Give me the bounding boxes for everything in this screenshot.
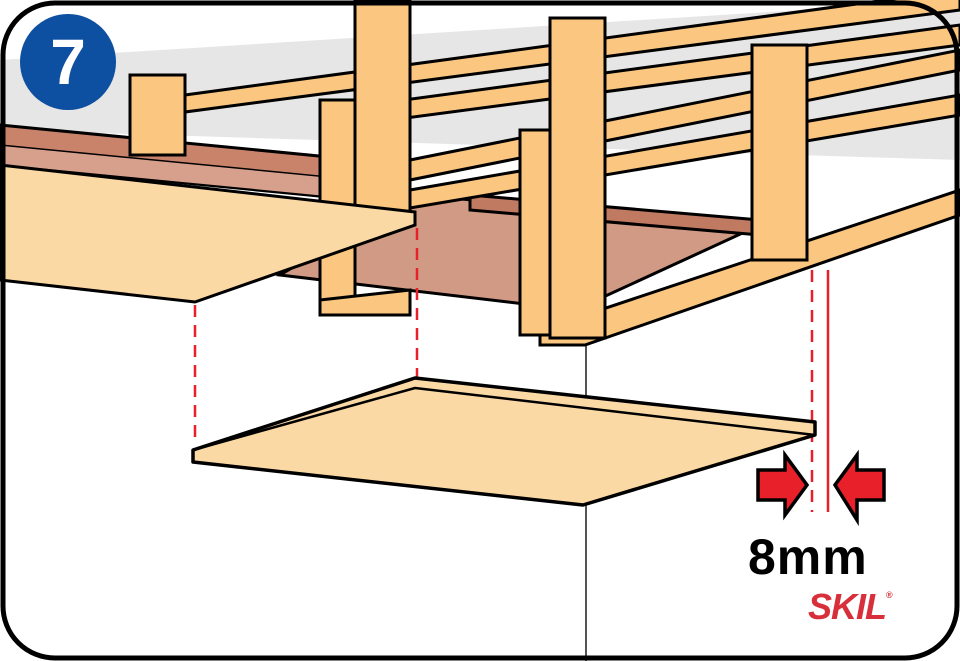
registered-mark: ® (886, 590, 893, 600)
brand-logo: SKIL® (808, 586, 893, 628)
brand-name: SKIL (808, 586, 887, 627)
gap-measurement-label: 8mm (748, 529, 868, 585)
installed-panel (0, 163, 417, 304)
arrow-right-icon (756, 449, 810, 521)
step-badge (20, 14, 116, 110)
joist-framing (128, 0, 960, 347)
step-number: 7 (50, 26, 86, 98)
arrow-left-icon (832, 449, 886, 527)
new-panel (191, 376, 817, 507)
alignment-guides (193, 228, 830, 512)
